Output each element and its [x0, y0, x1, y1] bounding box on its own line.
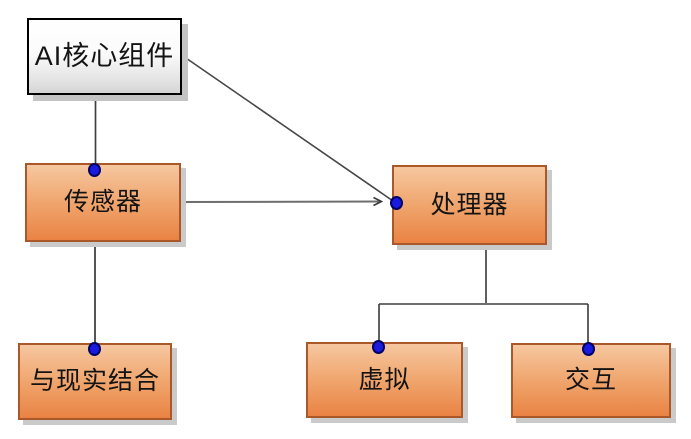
connection-dot-virtual-top: [372, 340, 385, 354]
node-virtual: 虚拟: [306, 342, 463, 418]
node-ai-core-label: AI核心组件: [34, 41, 175, 71]
node-interaction: 交互: [511, 343, 671, 418]
node-ai-core: AI核心组件: [27, 18, 182, 95]
connection-dot-reality-top: [88, 342, 101, 356]
node-sensor-label: 传感器: [63, 188, 142, 216]
edge-aicore-to-processor: [182, 55, 394, 202]
connection-dot-interaction-top: [582, 342, 595, 356]
node-processor-label: 处理器: [430, 190, 509, 219]
edge-sensor-to-processor-arrow: [180, 196, 384, 207]
node-virtual-label: 虚拟: [358, 365, 411, 394]
node-sensor: 传感器: [25, 163, 181, 242]
connection-dot-processor-left: [390, 196, 403, 210]
node-interaction-label: 交互: [564, 366, 617, 394]
node-reality-label: 与现实结合: [29, 367, 160, 395]
node-processor: 处理器: [392, 165, 547, 245]
connection-dot-sensor-top: [88, 163, 101, 177]
